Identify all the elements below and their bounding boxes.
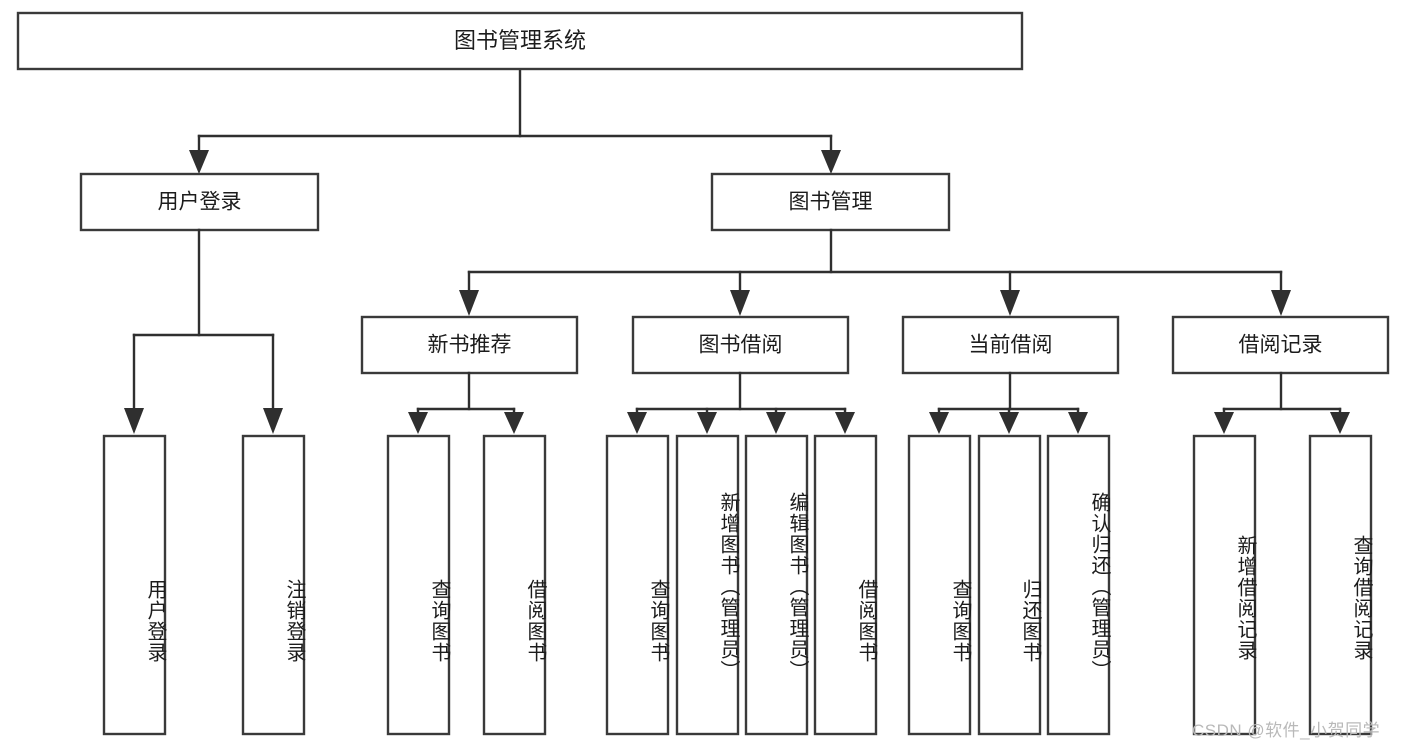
node-new-book-recommend[interactable]: 新书推荐	[360, 315, 579, 375]
node-root[interactable]: 图书管理系统	[16, 11, 1024, 71]
node-box-leaf-add-record[interactable]	[1192, 434, 1257, 736]
arrow-head-leaf-return-book	[999, 412, 1019, 434]
node-box-leaf-query-book-1[interactable]	[386, 434, 451, 736]
arrow-head-borrow-record	[1271, 290, 1291, 316]
node-box-leaf-borrow-book-2[interactable]	[813, 434, 878, 736]
node-label-book-borrow: 图书借阅	[699, 334, 783, 357]
arrow-head-leaf-user-login	[124, 408, 144, 434]
node-box-new-book-recommend[interactable]	[360, 315, 579, 375]
node-box-leaf-user-logout[interactable]	[241, 434, 306, 736]
node-box-borrow-record[interactable]	[1171, 315, 1390, 375]
node-current-borrow[interactable]: 当前借阅	[901, 315, 1120, 375]
node-box-leaf-user-login[interactable]	[102, 434, 167, 736]
node-box-leaf-add-book[interactable]	[675, 434, 740, 736]
node-box-current-borrow[interactable]	[901, 315, 1120, 375]
node-label-current-borrow: 当前借阅	[969, 334, 1053, 357]
node-box-leaf-edit-book[interactable]	[744, 434, 809, 736]
connector-group-current-borrow	[929, 371, 1088, 434]
arrow-head-leaf-borrow-book-2	[835, 412, 855, 434]
arrow-head-leaf-user-logout	[263, 408, 283, 434]
node-box-root[interactable]	[16, 11, 1024, 71]
node-box-leaf-query-record[interactable]	[1308, 434, 1373, 736]
arrow-head-book-borrow	[730, 290, 750, 316]
connector-group-borrow-record	[1214, 371, 1350, 434]
node-label-borrow-record: 借阅记录	[1239, 334, 1323, 357]
node-user-login[interactable]: 用户登录	[79, 172, 320, 232]
arrow-head-leaf-query-book-1	[408, 412, 428, 434]
connector-group-new-book-recommend	[408, 371, 524, 434]
csdn-watermark: CSDN @软件_小贺同学	[1192, 721, 1381, 740]
arrow-head-new-book-recommend	[459, 290, 479, 316]
node-box-book-borrow[interactable]	[631, 315, 850, 375]
connector-group-root	[189, 67, 841, 174]
arrow-head-user-login	[189, 150, 209, 174]
node-box-leaf-query-book-2[interactable]	[605, 434, 670, 736]
node-book-manage[interactable]: 图书管理	[710, 172, 951, 232]
node-box-user-login[interactable]	[79, 172, 320, 232]
arrow-head-leaf-add-record	[1214, 412, 1234, 434]
node-box-leaf-confirm-return[interactable]	[1046, 434, 1111, 736]
arrow-head-leaf-query-book-2	[627, 412, 647, 434]
connector-group-user-login	[124, 228, 283, 434]
node-book-borrow[interactable]: 图书借阅	[631, 315, 850, 375]
node-label-book-manage: 图书管理	[789, 191, 873, 214]
connector-group-book-manage	[459, 228, 1291, 316]
arrow-head-leaf-confirm-return	[1068, 412, 1088, 434]
arrow-head-leaf-borrow-book-1	[504, 412, 524, 434]
node-box-leaf-return-book[interactable]	[977, 434, 1042, 736]
node-label-root: 图书管理系统	[454, 28, 586, 53]
arrow-head-leaf-edit-book	[766, 412, 786, 434]
node-label-user-login: 用户登录	[158, 191, 242, 214]
connector-group-book-borrow	[627, 371, 855, 434]
arrow-head-book-manage	[821, 150, 841, 174]
arrow-head-current-borrow	[1000, 290, 1020, 316]
node-borrow-record[interactable]: 借阅记录	[1171, 315, 1390, 375]
arrow-head-leaf-query-record	[1330, 412, 1350, 434]
node-label-new-book-recommend: 新书推荐	[428, 334, 512, 357]
arrow-head-leaf-add-book	[697, 412, 717, 434]
node-box-leaf-query-book-3[interactable]	[907, 434, 972, 736]
arrow-head-leaf-query-book-3	[929, 412, 949, 434]
node-box-leaf-borrow-book-1[interactable]	[482, 434, 547, 736]
leaf-box-group	[102, 434, 1373, 736]
